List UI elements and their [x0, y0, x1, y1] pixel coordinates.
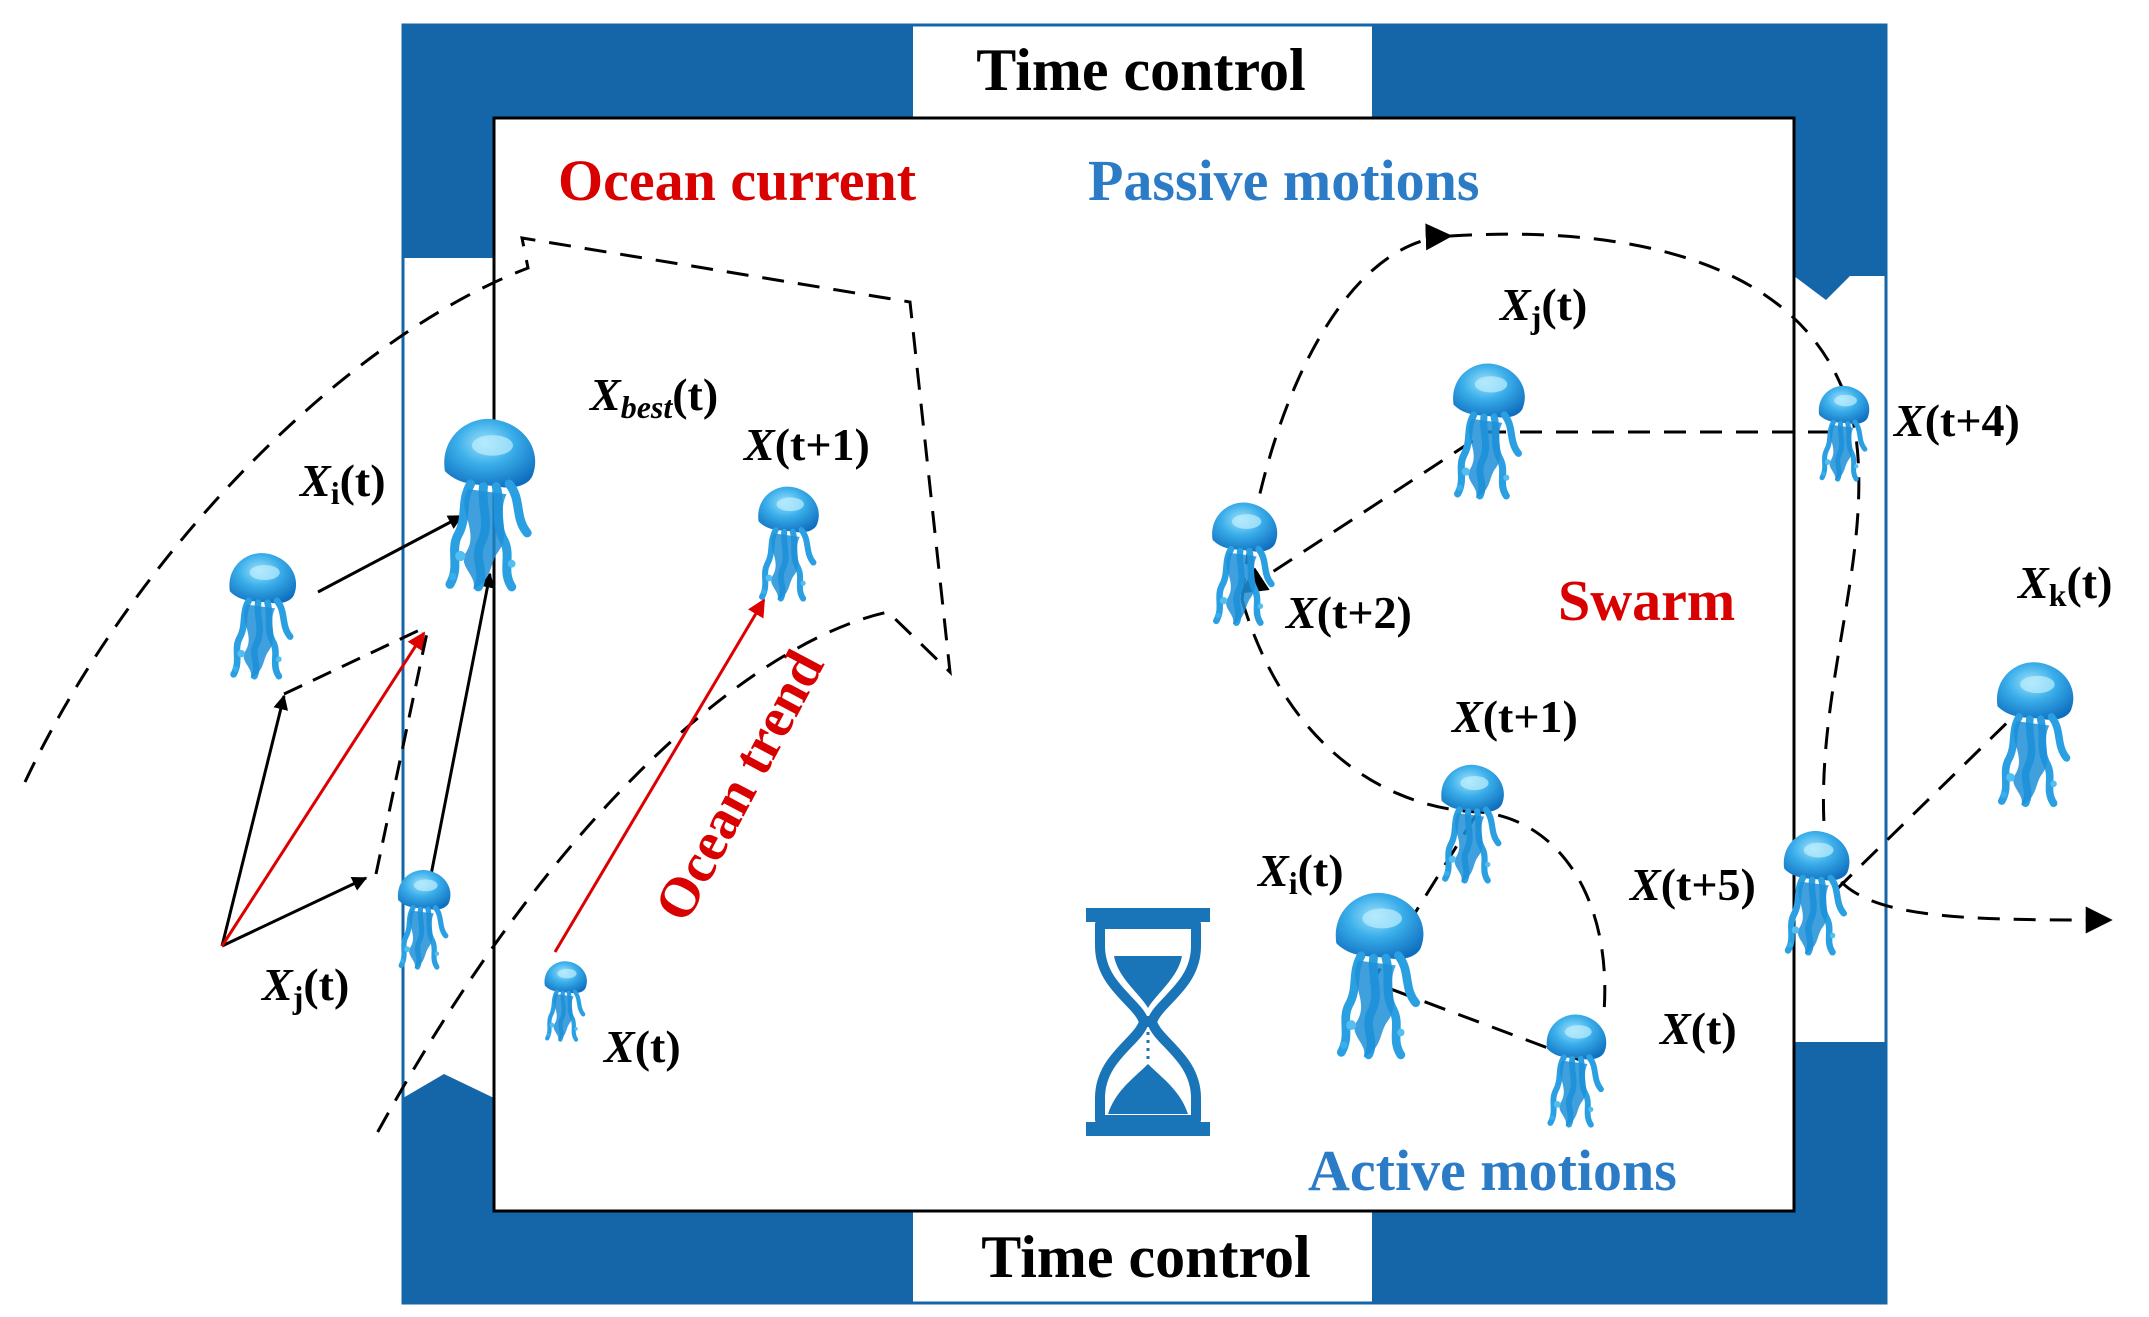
ocean-current-label: Ocean current: [558, 148, 917, 213]
frame-corner-top-left: [403, 25, 913, 258]
active-motions-label: Active motions: [1308, 1138, 1677, 1203]
ocean-current-boundary: [23, 236, 952, 1136]
time-control-bottom-label: Time control: [981, 1224, 1310, 1290]
label-xt-left: X(t): [602, 1021, 681, 1072]
label-xj-right: Xj(t): [1498, 279, 1587, 335]
label-xt1-left: X(t+1): [742, 419, 870, 470]
jellyfish-icon: [229, 553, 296, 678]
frame-corner-top-right: [1372, 25, 1886, 300]
label-xi-left: Xi(t): [298, 455, 386, 511]
label-xj-left: Xj(t): [260, 959, 349, 1015]
label-xt5: X(t+5): [1628, 859, 1756, 910]
passive-motions-label: Passive motions: [1088, 148, 1480, 213]
label-xbest: Xbest(t): [588, 369, 718, 425]
label-xt-right: X(t): [1658, 1003, 1737, 1054]
label-xk: Xk(t): [2016, 557, 2112, 613]
label-xi-right: Xi(t): [1256, 845, 1344, 901]
frame-corner-bottom-right: [1372, 1042, 1886, 1303]
label-xt1-right: X(t+1): [1450, 691, 1578, 742]
hourglass-icon: [1086, 908, 1210, 1136]
vector-construction: [220, 514, 766, 953]
swarm-label: Swarm: [1558, 568, 1735, 633]
jellyfish-icon: [398, 870, 451, 969]
label-xt2: X(t+2): [1284, 587, 1412, 638]
time-control-top-label: Time control: [976, 37, 1305, 103]
label-xt4: X(t+4): [1892, 395, 2020, 446]
frame-corner-bottom-left: [403, 1074, 913, 1303]
jellyfish-icon: [1997, 662, 2073, 805]
